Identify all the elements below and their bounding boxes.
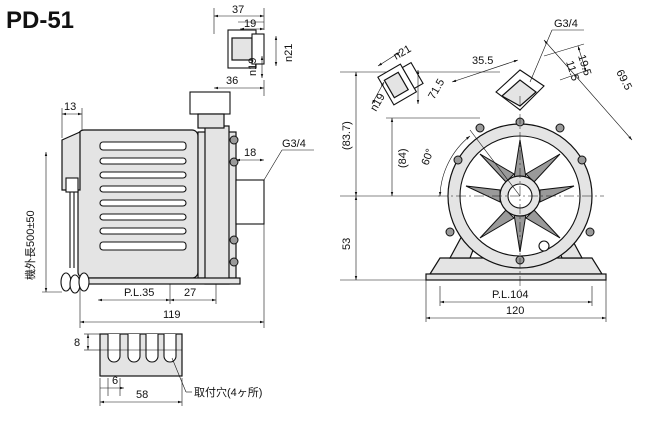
dim-37: 37 (232, 4, 244, 16)
dim-6: 6 (112, 375, 118, 387)
dim-pl104: P.L.104 (492, 289, 529, 301)
n19-outlet: n19 (247, 58, 259, 76)
dim-71-5: 71.5 (426, 77, 447, 102)
dim-27: 27 (184, 287, 196, 299)
outlet-port (189, 91, 231, 115)
base-plate (425, 273, 607, 281)
outlet-detail: 37 19 n21 n19 36 (213, 4, 295, 96)
inlet-port (235, 179, 265, 225)
casing-ribs (465, 139, 575, 253)
mount-holes-label: 取付穴(4ヶ所) (194, 385, 262, 399)
cable-length: 機外長500±50 (23, 210, 37, 280)
side-view: 13 18 G3/4 機外長500±50 P.L.35 27 119 (23, 91, 314, 328)
dim-8: 8 (74, 337, 80, 349)
dim-58: 58 (136, 389, 148, 401)
dim-120: 120 (506, 305, 524, 317)
dim-35-5: 35.5 (472, 55, 493, 67)
model-title: PD-51 (6, 7, 74, 34)
outlet-rotated-detail: n21 n19 71.5 (368, 43, 447, 113)
dim-36: 36 (226, 75, 238, 87)
dim-83-7: (83.7) (341, 121, 353, 150)
dim-69-5: 69.5 (613, 68, 634, 93)
angle-60: 60° (420, 147, 437, 167)
cooling-fins (99, 141, 187, 251)
dim-18: 18 (244, 147, 256, 159)
dim-119: 119 (163, 309, 181, 321)
thread-front: G3/4 (554, 18, 578, 30)
dim-13: 13 (64, 101, 76, 113)
dim-19: 19 (244, 18, 256, 30)
dim-53: 53 (341, 238, 353, 250)
thread-side: G3/4 (282, 138, 306, 150)
front-view: (83.7) (84) 53 60° 35.5 G3/4 19.5 11.5 6… (340, 18, 634, 322)
dim-84: (84) (397, 148, 409, 168)
n19-front: n19 (368, 92, 388, 114)
n21-outlet: n21 (283, 44, 295, 62)
dim-pl35: P.L.35 (124, 287, 154, 299)
foot-view: 8 6 58 取付穴(4ヶ所) (74, 333, 262, 406)
n21-front: n21 (392, 43, 414, 63)
